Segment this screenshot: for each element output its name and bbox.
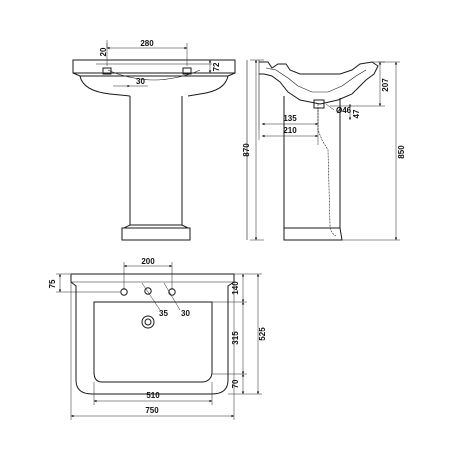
front-basin-rim — [72, 59, 236, 74]
side-dim-135: 135 — [283, 114, 297, 123]
front-pedestal — [129, 96, 183, 225]
side-basin-inner — [265, 67, 367, 93]
side-waste-outlet — [313, 99, 325, 109]
front-basin-inner-curve — [107, 69, 201, 81]
plan-dim-70: 70 — [231, 379, 240, 388]
front-tap-hole-right — [182, 67, 192, 75]
side-dim-46-leader — [325, 103, 335, 111]
plan-tap-hole-center — [144, 287, 152, 295]
plan-dim-315: 315 — [231, 331, 240, 345]
front-pedestal-base — [121, 227, 191, 241]
front-view: 280 20 72 30 — [72, 39, 236, 241]
plan-view: 35 30 200 75 140 315 70 525 510 750 — [48, 257, 267, 420]
side-pedestal-base — [283, 227, 343, 241]
front-dim-72: 72 — [212, 62, 221, 71]
plan-dim-75: 75 — [48, 279, 57, 288]
plan-dim-200: 200 — [141, 257, 155, 266]
plan-dim-30: 30 — [181, 309, 190, 318]
side-dim-47: 47 — [352, 109, 361, 118]
plan-dim-750: 750 — [145, 406, 159, 415]
side-dim-46: Ø46 — [336, 106, 352, 115]
front-dim-20: 20 — [99, 47, 108, 56]
plan-dim-525: 525 — [258, 327, 267, 341]
front-tap-hole-left — [102, 67, 112, 75]
side-view: 207 47 Ø46 135 210 870 850 — [242, 59, 406, 241]
plan-dim-35: 35 — [159, 309, 168, 318]
front-basin-rim-lower — [72, 72, 236, 77]
front-dim-30: 30 — [136, 77, 145, 86]
plan-dim-510: 510 — [146, 391, 160, 400]
plan-waste-inner — [144, 318, 152, 326]
front-dim-280: 280 — [140, 39, 154, 48]
side-dim-850: 850 — [397, 145, 406, 159]
front-basin-bowl — [79, 75, 229, 97]
side-dim-210: 210 — [283, 126, 297, 135]
side-pedestal — [283, 96, 341, 229]
plan-waste-outer — [141, 315, 155, 329]
side-dim-870: 870 — [242, 143, 251, 157]
plan-bowl — [93, 301, 213, 383]
plan-leader-30 — [163, 282, 181, 311]
side-dim-207: 207 — [381, 78, 390, 92]
front-pedestal-foot-transition — [123, 224, 189, 229]
plan-leader-35 — [141, 282, 161, 311]
side-basin-outline — [259, 61, 379, 105]
plan-dim-140: 140 — [231, 281, 240, 295]
side-waste-chain — [317, 104, 337, 237]
